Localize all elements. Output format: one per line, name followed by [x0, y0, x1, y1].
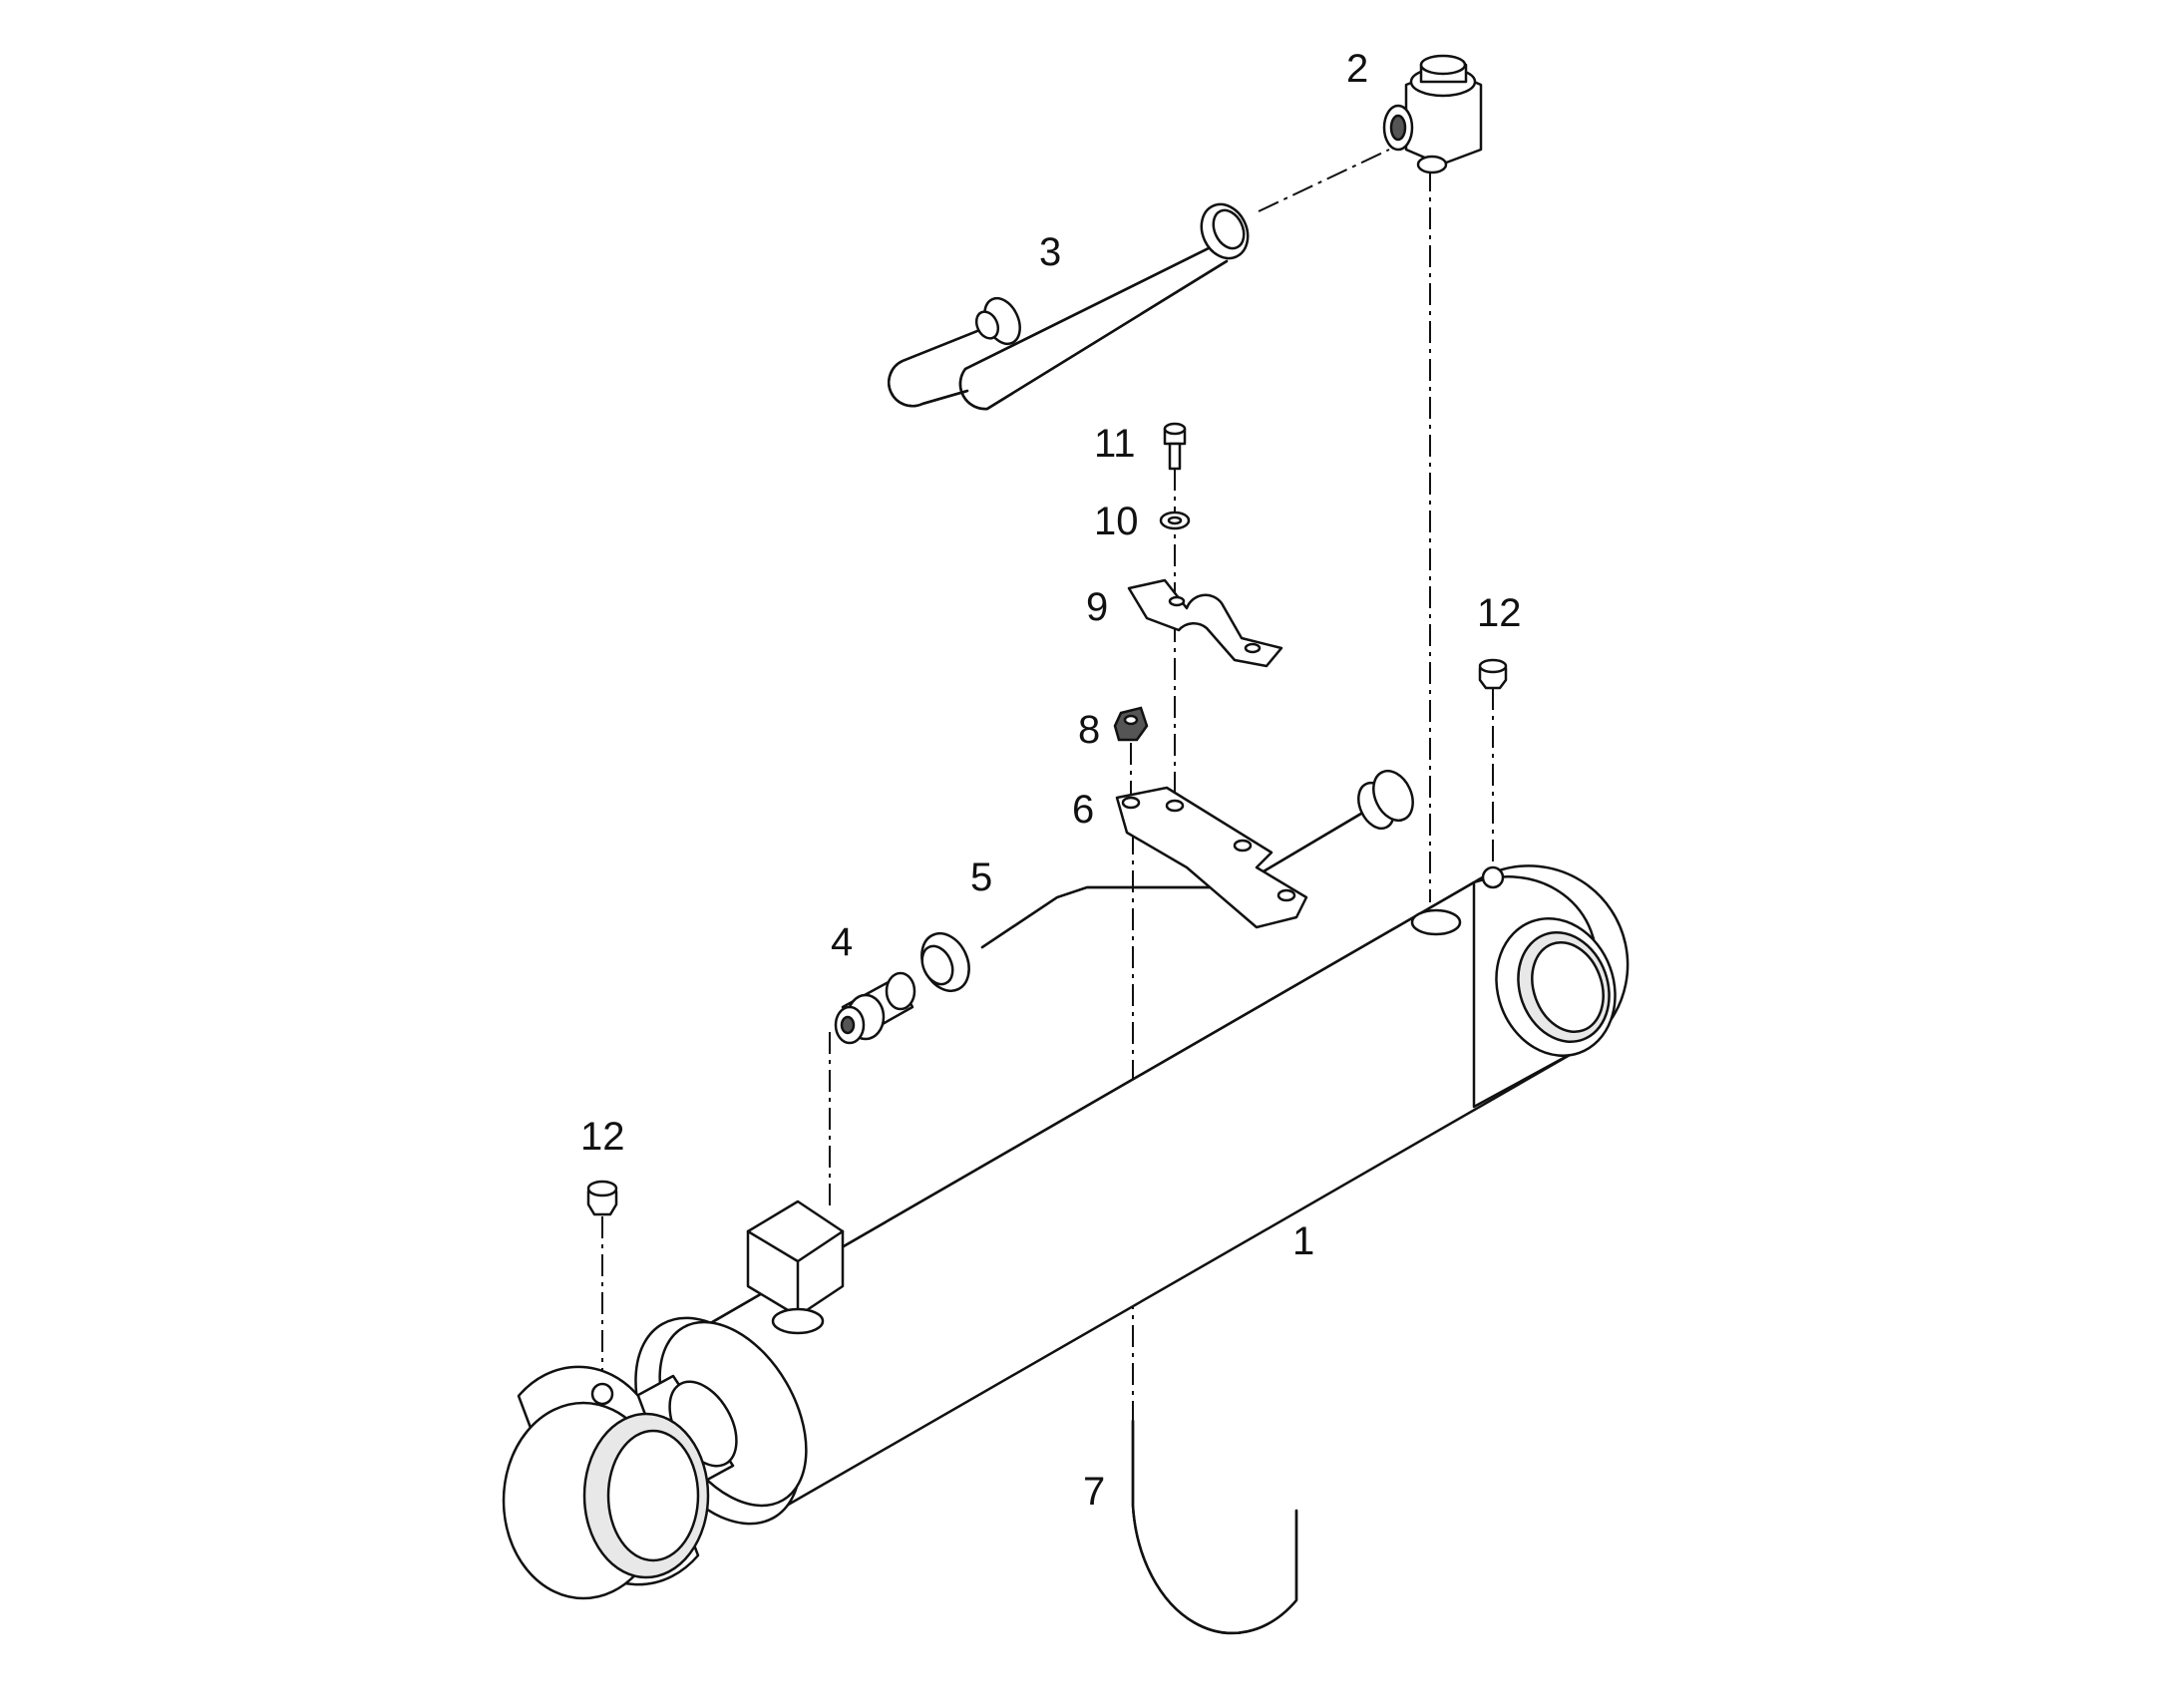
callout-4: 4 — [831, 920, 853, 964]
callout-2: 2 — [1346, 47, 1368, 91]
callout-7: 7 — [1083, 1470, 1105, 1514]
callout-5: 5 — [970, 855, 992, 899]
callout-labels: 1 2 3 4 5 6 7 8 9 10 11 12 12 — [580, 47, 1522, 1514]
clamp-base — [1115, 786, 1308, 929]
leader-pipe-to-elbow — [1258, 149, 1390, 212]
callout-12-right: 12 — [1477, 591, 1522, 635]
pipe-lower — [920, 769, 1414, 992]
callout-11: 11 — [1094, 422, 1136, 466]
clamp-strap — [1127, 578, 1283, 668]
callout-3: 3 — [1039, 230, 1061, 274]
u-bolt — [1131, 1419, 1298, 1635]
callout-10: 10 — [1094, 500, 1139, 543]
callout-12-left: 12 — [580, 1115, 625, 1159]
elbow-fitting — [1382, 54, 1483, 174]
pipe-upper — [888, 202, 1250, 411]
callout-1: 1 — [1292, 1219, 1314, 1263]
grease-cap-right — [1478, 658, 1508, 690]
bolt — [1163, 422, 1187, 471]
callout-9: 9 — [1086, 585, 1108, 629]
adapter-fitting — [834, 971, 916, 1045]
washer — [1159, 511, 1191, 530]
cylinder — [502, 864, 1630, 1600]
nut — [1113, 706, 1149, 742]
grease-cap-left — [586, 1180, 618, 1216]
callout-6: 6 — [1072, 788, 1094, 832]
callout-8: 8 — [1078, 708, 1100, 752]
